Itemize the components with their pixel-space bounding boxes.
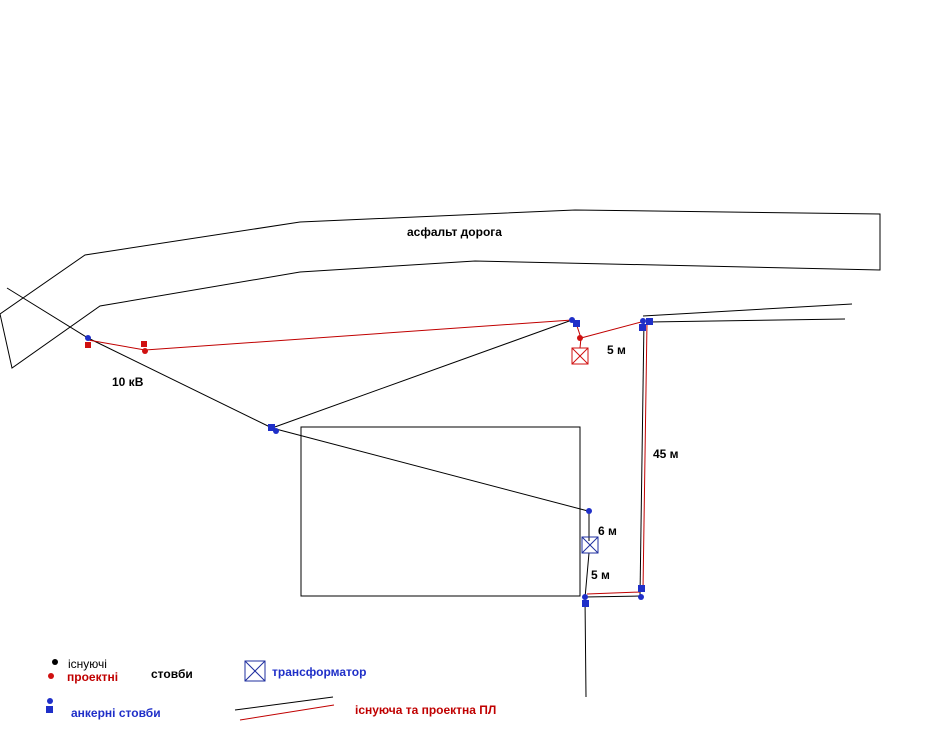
transformer-projected-icon <box>571 347 589 365</box>
anchor-pole-icon <box>573 320 580 327</box>
distance-label-45m: 45 м <box>653 447 679 461</box>
legend-existing-line <box>234 696 334 711</box>
existing-line-branch <box>271 319 573 429</box>
existing-line-bottom-link <box>584 595 641 598</box>
legend-existing-label: існуючі <box>68 657 107 671</box>
distance-label-5m-top: 5 м <box>607 343 626 357</box>
building-outline <box>300 426 581 597</box>
existing-line-right-vertical <box>639 319 645 597</box>
legend-existing-pole-icon <box>52 659 58 665</box>
existing-pole-dot <box>85 335 91 341</box>
legend-poles-label: стовби <box>151 667 193 681</box>
projected-anchor-pole-icon <box>85 342 91 348</box>
legend-lines-label: існуюча та проектна ПЛ <box>355 703 497 717</box>
legend-anchor-square-icon <box>46 706 53 713</box>
existing-line-main <box>6 287 589 512</box>
projected-pole-dot <box>577 335 583 341</box>
anchor-pole-icon <box>646 318 653 325</box>
existing-pole-dot <box>273 428 279 434</box>
anchor-pole-icon <box>268 424 275 431</box>
anchor-pole-icon <box>639 324 646 331</box>
transformer-existing-icon <box>581 536 599 554</box>
legend-projected-label: проектні <box>67 670 119 684</box>
projected-line-top <box>87 319 573 351</box>
existing-pole-dot <box>582 594 588 600</box>
edge-line-upper <box>642 303 853 317</box>
legend-transformer-icon <box>244 660 266 682</box>
existing-pole-dot <box>640 318 646 324</box>
voltage-label: 10 кВ <box>112 375 144 389</box>
anchor-pole-icon <box>582 600 589 607</box>
distance-label-6m: 6 м <box>598 524 617 538</box>
projected-anchor-pole-icon <box>141 341 147 347</box>
legend-projected-line <box>239 704 335 721</box>
distance-label-5m-bottom: 5 м <box>591 568 610 582</box>
anchor-pole-icon <box>638 585 645 592</box>
edge-line-lower <box>648 318 846 323</box>
projected-pole-dot <box>142 348 148 354</box>
legend-anchor-poles-label: анкерні стовби <box>71 706 161 720</box>
existing-pole-dot <box>638 594 644 600</box>
road-label: асфальт дорога <box>407 225 502 239</box>
existing-pole-dot <box>586 508 592 514</box>
legend-projected-pole-icon <box>48 673 54 679</box>
legend-transformer-label: трансформатор <box>272 665 367 679</box>
projected-line-to-transformer <box>575 320 646 339</box>
projected-line-right-vertical <box>642 321 648 591</box>
projected-line-bottom <box>586 591 641 595</box>
existing-line-vertical <box>584 552 590 698</box>
legend-anchor-dot-icon <box>47 698 53 704</box>
road-outline <box>0 209 881 369</box>
